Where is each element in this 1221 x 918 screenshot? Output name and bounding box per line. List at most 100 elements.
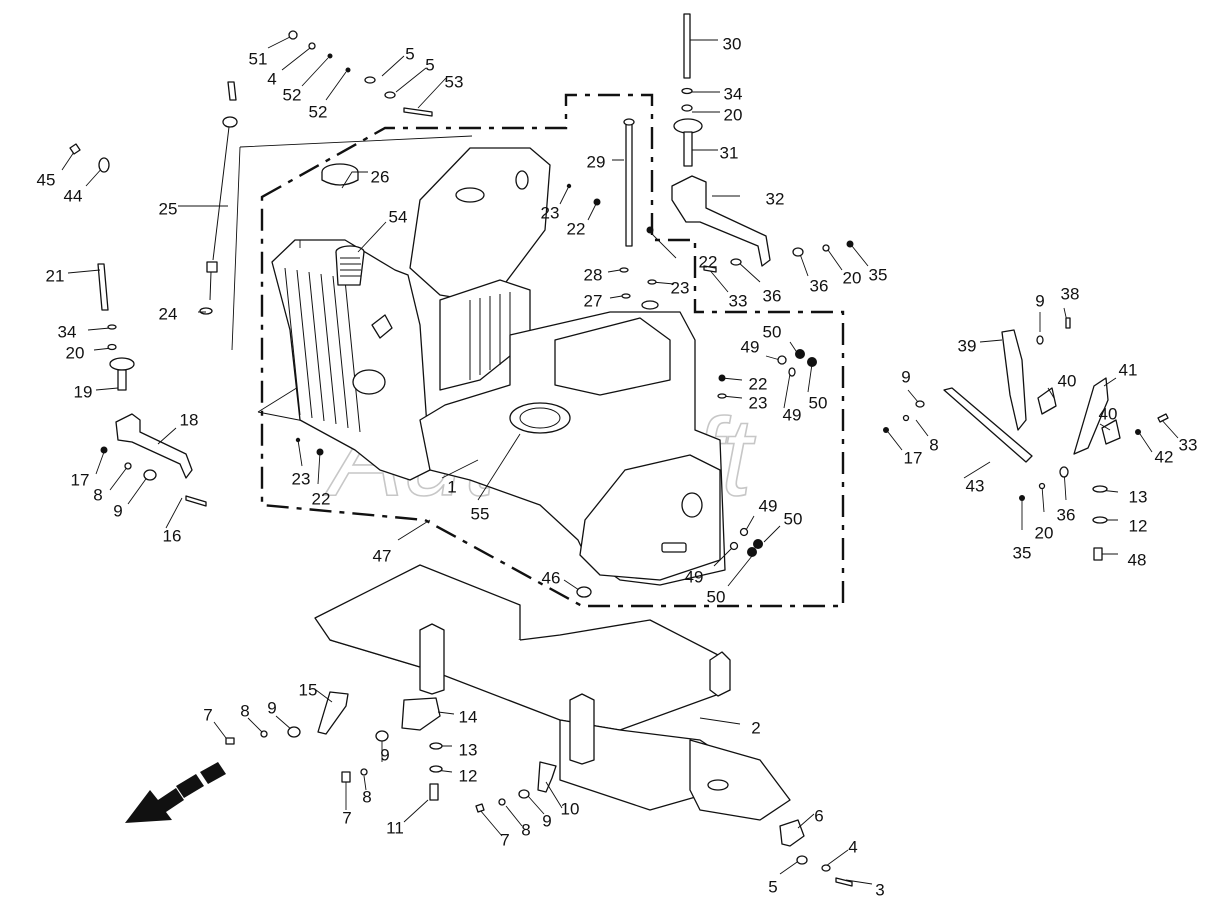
callout-c-17a: 17	[904, 448, 923, 467]
bracket-32	[671, 175, 771, 267]
mount-31	[673, 118, 703, 167]
callout-c-45: 45	[37, 170, 56, 189]
callout-c-50c: 50	[784, 509, 803, 528]
callout-c-4a: 4	[267, 69, 276, 88]
callout-c-52b: 52	[309, 102, 328, 121]
callout-c-46: 46	[542, 568, 561, 587]
callout-c-5c: 5	[768, 877, 777, 896]
filler-neck-54	[335, 245, 365, 286]
callout-c-34b: 34	[58, 322, 77, 341]
callout-c-34a: 34	[724, 84, 743, 103]
callout-c-47: 47	[373, 546, 392, 565]
callout-c-18: 18	[180, 410, 199, 429]
callout-c-5b: 5	[425, 55, 434, 74]
callout-c-11: 11	[386, 818, 404, 837]
callout-c-31: 31	[720, 143, 739, 162]
callout-c-43: 43	[966, 476, 985, 495]
callout-c-9b: 9	[901, 367, 910, 386]
fuel-tank-assembly	[271, 147, 726, 586]
callout-c-20a: 20	[724, 105, 743, 124]
callout-c-50d: 50	[707, 587, 726, 606]
callout-c-8c: 8	[240, 701, 249, 720]
callout-c-27: 27	[584, 291, 603, 310]
hardware-parts	[69, 30, 1169, 887]
callout-c-9a: 9	[1035, 291, 1044, 310]
callout-c-49d: 49	[685, 567, 704, 586]
callout-c-48: 48	[1128, 550, 1147, 569]
callout-c-49b: 49	[783, 405, 802, 424]
callout-c-7c: 7	[500, 830, 509, 849]
callout-c-36a: 36	[763, 286, 782, 305]
callout-c-51: 51	[249, 49, 268, 68]
callout-c-7a: 7	[203, 705, 212, 724]
callout-c-35a: 35	[869, 265, 888, 284]
callout-c-36c: 36	[1057, 505, 1076, 524]
callout-c-40b: 40	[1099, 404, 1118, 423]
rod-21	[97, 263, 109, 311]
callout-c-36b: 36	[810, 276, 829, 295]
rail-43	[943, 387, 1033, 463]
filler-cap-26	[321, 163, 359, 186]
callout-c-6: 6	[814, 806, 823, 825]
bracket-14	[401, 697, 441, 731]
callout-c-29: 29	[587, 152, 606, 171]
callout-c-55: 55	[471, 504, 490, 523]
callout-c-39: 39	[958, 336, 977, 355]
callout-c-13a: 13	[1129, 487, 1148, 506]
chassis-frame-2	[314, 564, 791, 821]
callout-c-19: 19	[74, 382, 93, 401]
callout-c-23c: 23	[749, 393, 768, 412]
bracket-41	[1073, 377, 1109, 455]
callout-c-8e: 8	[521, 820, 530, 839]
bracket-6	[779, 819, 805, 847]
callout-c-10: 10	[561, 799, 580, 818]
mount-19	[109, 357, 135, 391]
callout-c-28: 28	[584, 265, 603, 284]
tank-bracket-outline	[231, 135, 473, 433]
callout-c-9c: 9	[113, 501, 122, 520]
callout-c-41: 41	[1119, 360, 1138, 379]
callout-c-33a: 33	[729, 291, 748, 310]
callout-c-3: 3	[875, 880, 884, 899]
sender-rod-29	[625, 119, 633, 247]
callout-c-9f: 9	[542, 811, 551, 830]
callout-c-17b: 17	[71, 470, 90, 489]
callout-c-16: 16	[163, 526, 182, 545]
plate-40a	[1037, 387, 1057, 415]
callout-c-49a: 49	[741, 337, 760, 356]
callout-c-8d: 8	[362, 787, 371, 806]
callout-c-15: 15	[299, 680, 318, 699]
long-bolt-30	[683, 13, 691, 79]
callout-c-50a: 50	[763, 322, 782, 341]
leader-lines	[61, 35, 1179, 885]
callout-c-50b: 50	[809, 393, 828, 412]
callout-c-21: 21	[46, 266, 65, 285]
callout-c-20d: 20	[1035, 523, 1054, 542]
callout-c-33b: 33	[1179, 435, 1198, 454]
callout-c-23b: 23	[671, 278, 690, 297]
callout-c-49c: 49	[759, 496, 778, 515]
callout-c-23a: 23	[541, 203, 560, 222]
callout-c-12a: 12	[1129, 516, 1148, 535]
callout-c-26: 26	[371, 167, 390, 186]
callout-c-25: 25	[159, 199, 178, 218]
plate-40b	[1101, 419, 1121, 445]
callout-c-52a: 52	[283, 85, 302, 104]
callout-c-5a: 5	[405, 44, 414, 63]
callout-c-7b: 7	[342, 808, 351, 827]
callout-c-22d: 22	[312, 489, 331, 508]
callout-c-32: 32	[766, 189, 785, 208]
callout-c-23d: 23	[292, 469, 311, 488]
callout-c-20b: 20	[843, 268, 862, 287]
callout-c-9d: 9	[267, 698, 276, 717]
bracket-15	[317, 691, 349, 735]
callout-c-38: 38	[1061, 284, 1080, 303]
bracket-10	[537, 761, 557, 793]
callout-c-2: 2	[751, 718, 760, 737]
direction-arrow-icon	[125, 762, 226, 823]
bracket-18	[115, 413, 193, 479]
callout-c-44: 44	[64, 186, 83, 205]
callout-c-42: 42	[1155, 447, 1174, 466]
bracket-39	[1001, 329, 1027, 431]
